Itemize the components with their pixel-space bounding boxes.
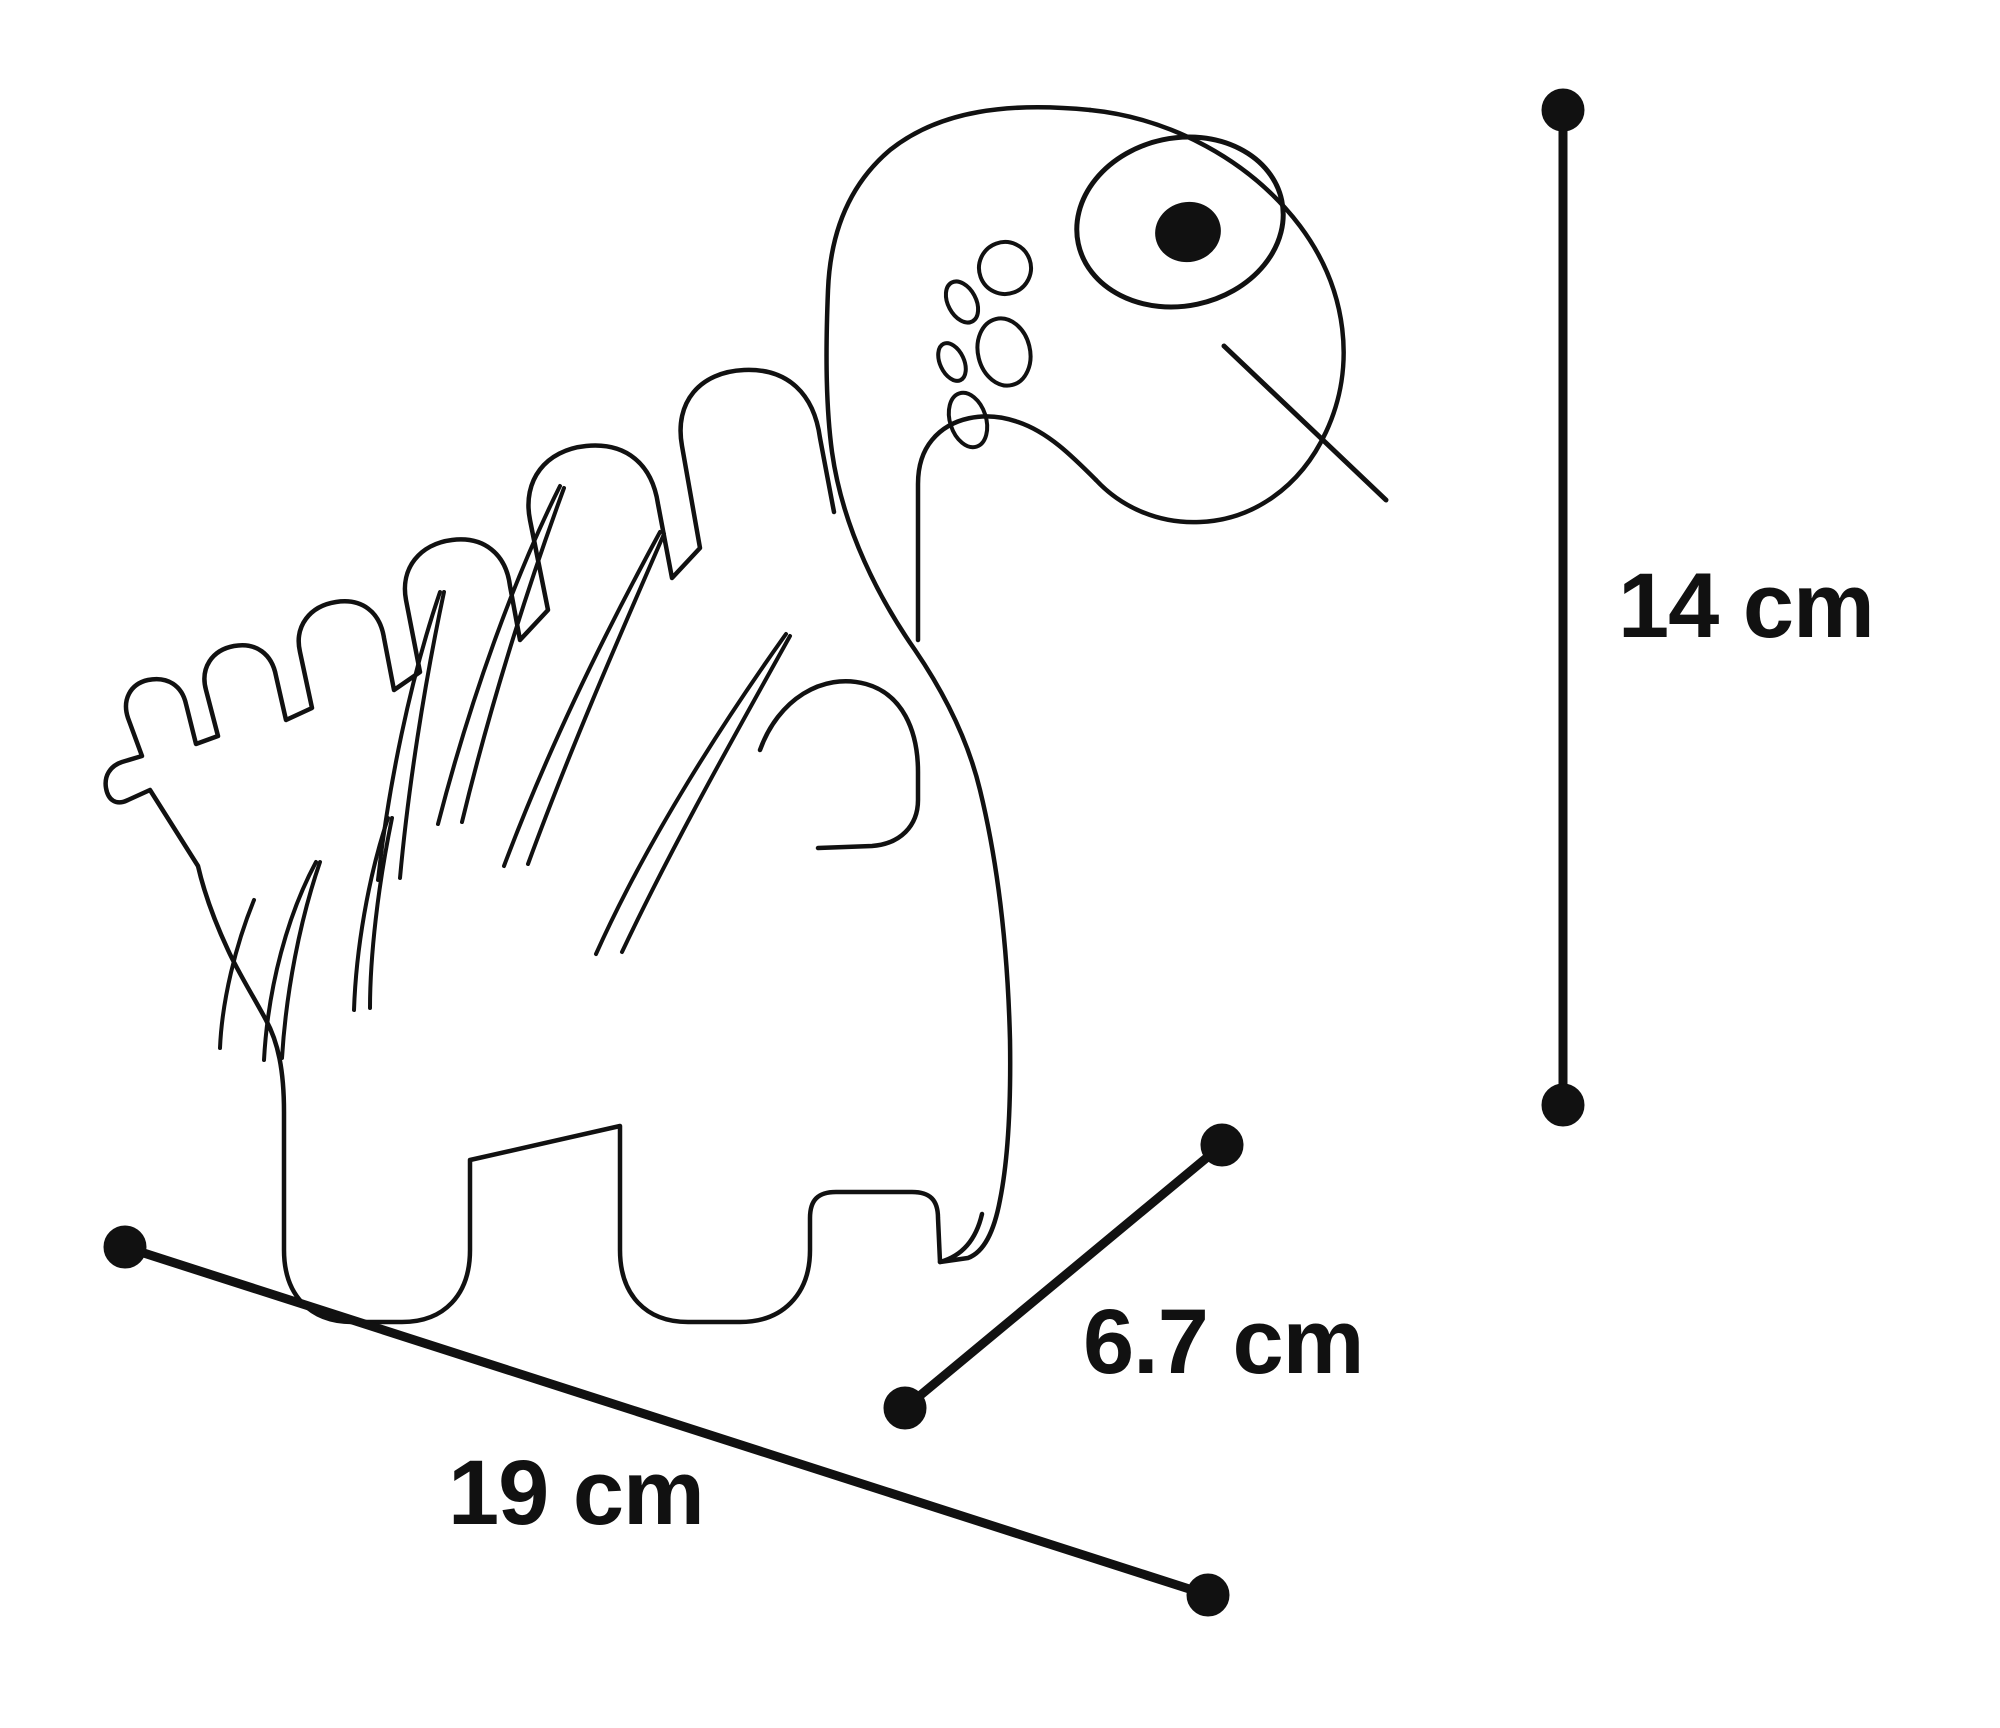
plate-crease-12 (594, 632, 788, 956)
height-dimension (1541, 88, 1585, 1127)
mouth-line (1221, 343, 1389, 503)
height-dimension-endpoint-bottom (1541, 1083, 1585, 1127)
height-dimension-endpoint-top (1541, 88, 1585, 132)
plate-crease-6 (376, 590, 442, 882)
plate-crease-3 (280, 860, 322, 1060)
depth-dimension-endpoint-top (1200, 1123, 1244, 1167)
plate-crease-9 (460, 486, 566, 824)
dinosaur-drawing (103, 104, 1389, 1325)
plate-crease-5 (368, 816, 394, 1010)
width-dimension-line (123, 1242, 1210, 1600)
rear-haunch-step (937, 1211, 985, 1265)
jaw-curve (915, 414, 1099, 643)
cheek-spot-3 (975, 316, 1033, 388)
plate-crease-11 (526, 532, 666, 866)
width-dimension (103, 1225, 1230, 1617)
cheek-spot-1 (977, 240, 1033, 296)
width-dimension-endpoint-right (1186, 1573, 1230, 1617)
plate-crease-13 (620, 634, 792, 954)
plate-crease-1 (218, 898, 256, 1050)
plate-crease-10 (502, 530, 662, 868)
cheek-spot-5 (946, 390, 990, 450)
plate-crease-8 (436, 484, 562, 826)
plate-crease-2 (262, 860, 318, 1062)
plate-crease-group (218, 484, 792, 1062)
eye-outline-ellipse (1074, 134, 1286, 310)
depth-dimension (883, 1123, 1244, 1430)
eye-pupil (1155, 201, 1221, 263)
width-dimension-endpoint-left (103, 1225, 147, 1269)
cheek-spot-2 (943, 279, 981, 325)
depth-dimension-line (902, 1141, 1225, 1412)
cheek-spot-4 (936, 341, 968, 383)
width-dimension-label: 19 cm (448, 1442, 705, 1544)
plate-crease-7 (398, 590, 446, 880)
head-outline (1087, 107, 1346, 525)
dimension-lines (103, 88, 1585, 1617)
neck-junction-plate (757, 678, 921, 851)
depth-dimension-label: 6.7 cm (1083, 1291, 1364, 1393)
cheek-spot-group (936, 240, 1033, 450)
dinosaur-body-outline (103, 104, 1093, 1325)
height-dimension-label: 14 cm (1618, 555, 1875, 657)
depth-dimension-endpoint-bottom (883, 1386, 927, 1430)
